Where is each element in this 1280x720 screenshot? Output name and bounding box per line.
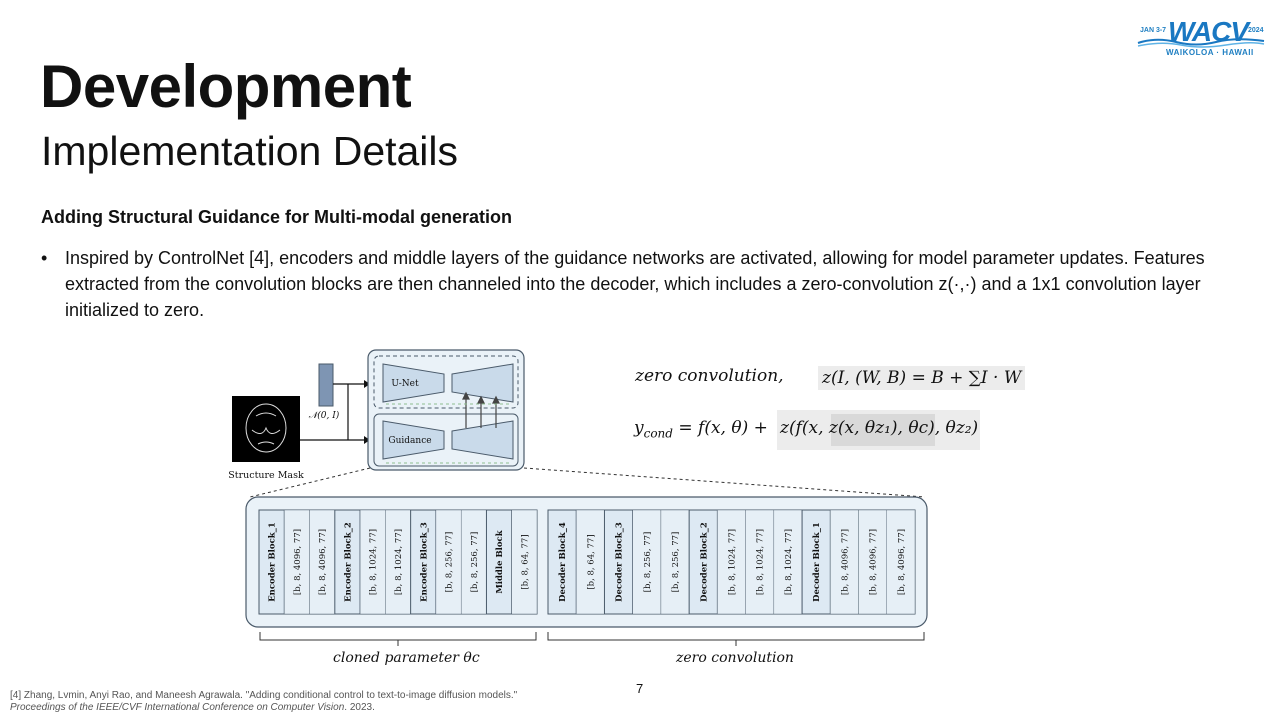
block-header-label: Encoder Block_1 xyxy=(268,522,278,602)
page-number: 7 xyxy=(636,681,644,696)
y-cond-highlight-formula: z(f(x, z(x, θz₁), θc), θz₂) xyxy=(780,418,979,438)
decoder-group-frame xyxy=(547,509,916,615)
right-brace-label: zero convolution xyxy=(676,650,794,666)
block-dim-label: [b, 8, 256, 77] xyxy=(470,532,480,593)
encoder-group-frame xyxy=(258,509,538,615)
block-dim-label: [b, 8, 4096, 77] xyxy=(293,529,303,595)
footnote: [4] Zhang, Lvmin, Anyi Rao, and Maneesh … xyxy=(10,690,517,714)
logo-brand: WACV xyxy=(1168,16,1249,47)
block-cell xyxy=(258,509,285,615)
block-cell xyxy=(745,509,775,615)
logo-year: 2024 xyxy=(1248,27,1264,34)
slide-subtitle: Implementation Details xyxy=(41,128,459,174)
block-dim-label: [b, 8, 1024, 77] xyxy=(728,529,738,595)
block-dim-label: [b, 8, 4096, 77] xyxy=(840,529,850,595)
block-cell xyxy=(309,509,336,615)
y-subscript: cond xyxy=(643,426,673,441)
block-cell xyxy=(603,509,634,615)
y-cond-equation-lhs: ycond = f(x, θ) + xyxy=(634,418,768,440)
y-cond-inner-highlight-box xyxy=(831,414,935,446)
block-cell xyxy=(830,509,859,615)
block-dim-label: [b, 8, 1024, 77] xyxy=(369,529,379,595)
block-dim-label: [b, 8, 64, 77] xyxy=(586,534,596,589)
footnote-citation: [4] Zhang, Lvmin, Anyi Rao, and Maneesh … xyxy=(10,690,518,701)
block-header-label: Decoder Block_1 xyxy=(812,522,822,602)
bullet-text: Inspired by ControlNet [4], encoders and… xyxy=(65,248,1205,320)
block-dim-label: [b, 8, 4096, 77] xyxy=(869,529,879,595)
block-cell xyxy=(801,509,831,615)
block-cell xyxy=(359,509,386,615)
block-cell xyxy=(435,509,462,615)
zero-conv-formula: z(I, (W, B) = B + ∑I · W xyxy=(818,366,1026,390)
block-dim-label: [b, 8, 4096, 77] xyxy=(318,529,328,595)
logo-dates: JAN 3-7 xyxy=(1140,27,1167,34)
block-header-label: Middle Block xyxy=(495,529,505,593)
slide-title: Development xyxy=(40,53,412,120)
guidance-label: Guidance xyxy=(388,436,431,446)
y-symbol: y xyxy=(634,418,644,438)
block-cell xyxy=(632,509,662,615)
block-cell xyxy=(511,509,538,615)
wacv-logo: JAN 3-7 WACV 2024 WAIKOLOA · HAWAII xyxy=(1136,14,1268,60)
block-dim-label: [b, 8, 1024, 77] xyxy=(756,529,766,595)
section-heading: Adding Structural Guidance for Multi-mod… xyxy=(41,207,513,227)
block-cell xyxy=(773,509,803,615)
block-header-label: Encoder Block_2 xyxy=(343,522,353,602)
model-box xyxy=(367,349,525,471)
block-dim-label: [b, 8, 1024, 77] xyxy=(394,529,404,595)
footnote-venue: Proceedings of the IEEE/CVF Internationa… xyxy=(10,702,345,713)
block-dim-label: [b, 8, 256, 77] xyxy=(445,532,455,593)
zero-conv-label: zero convolution, xyxy=(635,366,784,386)
block-dim-label: [b, 8, 256, 77] xyxy=(643,532,653,593)
unet-box xyxy=(373,355,519,409)
block-header-label: Encoder Block_3 xyxy=(419,522,429,602)
block-cell xyxy=(284,509,310,615)
block-cell xyxy=(660,509,690,615)
block-cell xyxy=(886,509,916,615)
block-cell xyxy=(485,509,513,615)
block-cell xyxy=(576,509,605,615)
block-cell xyxy=(334,509,361,615)
guidance-encoder-shape xyxy=(382,420,445,460)
block-cell xyxy=(410,509,437,615)
bullet-point: • Inspired by ControlNet [4], encoders a… xyxy=(41,245,1251,323)
block-header-label: Decoder Block_3 xyxy=(615,522,625,602)
brain-outline-icon xyxy=(245,403,287,453)
structure-mask-image xyxy=(232,396,300,462)
logo-location: WAIKOLOA · HAWAII xyxy=(1166,48,1254,57)
y-cond-rhs: = f(x, θ) + xyxy=(672,418,768,438)
block-cell xyxy=(688,509,718,615)
block-header-label: Decoder Block_2 xyxy=(699,522,709,602)
block-cell xyxy=(858,509,887,615)
block-dim-label: [b, 8, 256, 77] xyxy=(671,532,681,593)
bullet-icon: • xyxy=(41,248,48,268)
footnote-year: . 2023. xyxy=(344,702,375,713)
noise-block xyxy=(318,363,334,407)
logo-wave-icon xyxy=(1137,38,1265,48)
left-brace xyxy=(259,632,537,646)
guidance-box xyxy=(373,413,519,467)
block-dim-label: [b, 8, 1024, 77] xyxy=(784,529,794,595)
block-cell xyxy=(460,509,487,615)
guidance-decoder-shape xyxy=(451,420,514,460)
decoder-blocks-group: Decoder Block_4 [b, 8, 64, 77] Decoder Blo… xyxy=(547,509,916,615)
structure-mask-label: Structure Mask xyxy=(228,470,304,481)
unet-encoder-shape xyxy=(382,363,445,403)
block-cell xyxy=(547,509,577,615)
block-dim-label: [b, 8, 4096, 77] xyxy=(897,529,907,595)
right-brace xyxy=(547,632,925,646)
unet-label: U-Net xyxy=(391,379,419,389)
unet-decoder-shape xyxy=(451,363,514,403)
block-dim-label: [b, 8, 64, 77] xyxy=(520,534,530,589)
left-brace-label: cloned parameter θc xyxy=(333,650,480,666)
block-cell xyxy=(717,509,746,615)
encoder-blocks-group: Encoder Block_1 [b, 8, 4096, 77] [b, 8, 40… xyxy=(258,509,538,615)
noise-label: 𝒩(0, I) xyxy=(309,410,340,421)
blocks-panel xyxy=(245,496,928,628)
block-cell xyxy=(385,509,411,615)
block-header-label: Decoder Block_4 xyxy=(558,522,568,602)
